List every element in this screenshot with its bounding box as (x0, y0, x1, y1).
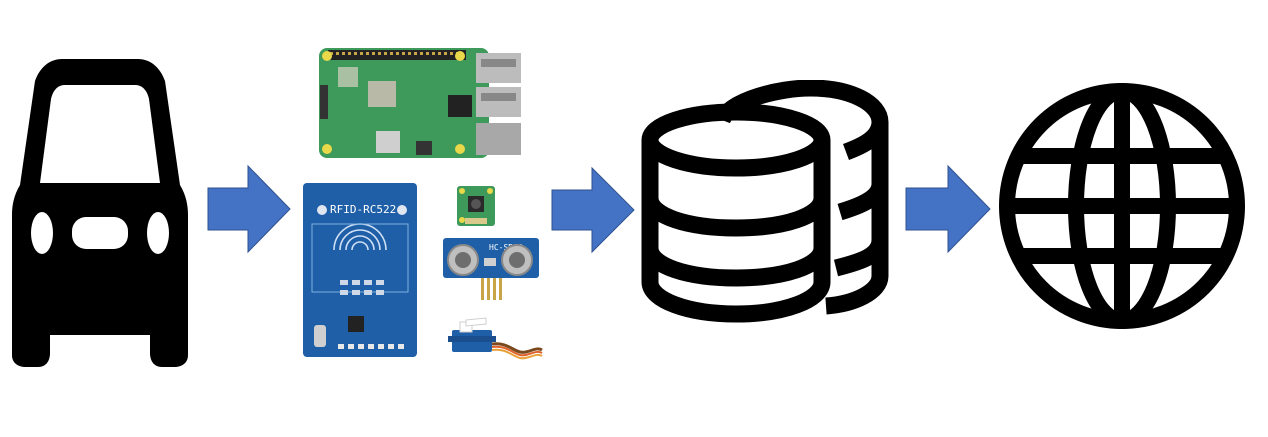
car-headlight-left (31, 212, 53, 254)
flow-arrow-3 (905, 164, 991, 254)
flow-arrow-1 (207, 164, 291, 254)
database-icon (641, 80, 889, 323)
ultrasonic-label: HC-SR04 (489, 243, 523, 252)
car-windshield (40, 85, 160, 183)
flow-arrow-2 (551, 166, 635, 254)
rfid-reader: RFID-RC522 (303, 183, 417, 357)
ultrasonic-sensor: HC-SR04 (443, 238, 539, 300)
car-icon (12, 59, 188, 367)
camera-module (457, 186, 495, 226)
car-grille (72, 217, 128, 249)
rfid-label: RFID-RC522 (330, 203, 396, 216)
servo-motor (448, 317, 543, 360)
car-headlight-right (147, 212, 169, 254)
raspberry-pi-board (319, 48, 521, 158)
globe-icon (999, 83, 1245, 329)
